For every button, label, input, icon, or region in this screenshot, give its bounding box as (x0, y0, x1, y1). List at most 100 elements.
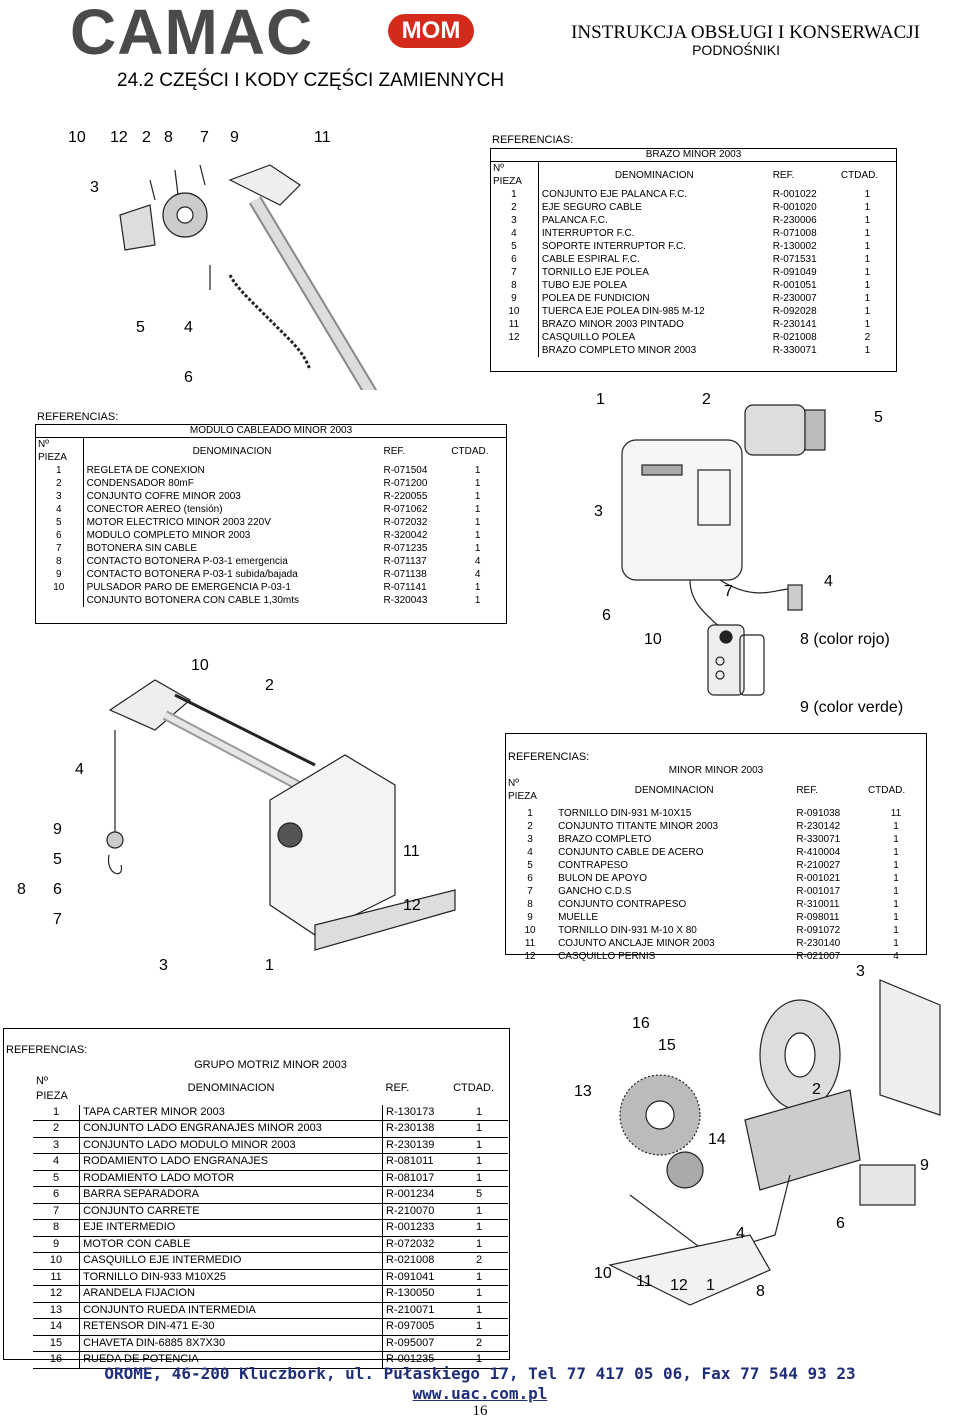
callout: 3 (90, 179, 99, 196)
callout: 6 (184, 369, 193, 386)
cell-n: 7 (490, 266, 539, 279)
cell-n: 8 (35, 555, 84, 568)
cell-denominacion: CASQUILLO PERNIS (558, 951, 656, 962)
footer-address: OROME, 46-200 Kluczbork, ul. Pułaskiego … (104, 1364, 856, 1383)
cell-ref: R-097005 (382, 1318, 451, 1336)
cell-ctdad: 1 (450, 1137, 508, 1154)
cell-ref: R-210070 (382, 1203, 451, 1220)
callout: 11 (314, 129, 331, 146)
callout: 1 (706, 1277, 715, 1294)
cell-denominacion: MOTOR CON CABLE (79, 1236, 384, 1253)
callout: 7 (200, 129, 209, 146)
document-subtitle: PODNOŚNIKI (692, 42, 780, 58)
grupo-refs-label: REFERENCIAS: (6, 1044, 88, 1056)
callout: 10 (191, 657, 209, 674)
cell-n: 11 (33, 1269, 81, 1286)
grupo-callouts: 3 16 15 13 2 14 9 4 6 10 11 12 1 8 (560, 963, 955, 1310)
col-n: Nº (36, 1074, 48, 1087)
cell-ref: R-091049 (772, 267, 817, 278)
cell-n: 10 (33, 1252, 81, 1270)
cell-n: 8 (527, 899, 533, 910)
cell-ctdad: 1 (450, 1318, 508, 1336)
cell-denominacion: CONJUNTO TITANTE MINOR 2003 (558, 821, 719, 832)
cell-denominacion: TUERCA EJE POLEA DIN-985 M-12 (541, 306, 705, 317)
cell-denominacion: RODAMIENTO LADO MOTOR (79, 1170, 384, 1187)
callout: 3 (159, 957, 168, 974)
cell-denominacion: PULSADOR PARO DE EMERGENCIA P-03-1 (86, 582, 291, 593)
callout: 2 (812, 1081, 821, 1098)
cell-ref: R-092028 (772, 306, 817, 317)
minor-callouts: 10 2 4 9 5 8 6 7 11 12 3 1 (15, 655, 465, 980)
cell-ref: R-071141 (383, 582, 427, 593)
brazo-callouts: 10 12 2 8 7 9 11 3 5 4 6 (60, 125, 380, 390)
cell-denominacion: BRAZO COMPLETO MINOR 2003 (541, 345, 697, 356)
callout: 3 (856, 963, 865, 980)
cell-n: 8 (33, 1219, 81, 1237)
callout: 9 (920, 1157, 929, 1174)
cell-ref: R-230140 (796, 938, 841, 949)
cell-ref: R-081011 (382, 1153, 451, 1171)
cell-ctdad: 1 (450, 1302, 508, 1319)
cell-n: 9 (35, 568, 84, 581)
callout: 4 (184, 319, 193, 336)
cell-n: 4 (490, 227, 539, 240)
col-ctdad: CTDAD. (867, 784, 906, 796)
grupo-motriz-diagram (608, 979, 941, 1306)
cell-n: 3 (35, 490, 84, 503)
callout: 10 (594, 1265, 612, 1282)
cell-denominacion: CASQUILLO EJE INTERMEDIO (79, 1252, 384, 1270)
cell-denominacion: CONTACTO BOTONERA P-03-1 subida/bajada (86, 569, 298, 580)
cell-denominacion: CONJUNTO BOTONERA CON CABLE 1,30mts (86, 595, 300, 606)
cell-denominacion: MUELLE (558, 912, 599, 923)
cell-ref: R-001234 (382, 1186, 451, 1204)
cell-n: 5 (527, 860, 533, 871)
cell-n (490, 344, 539, 357)
cell-n: 1 (35, 464, 84, 477)
cell-ctdad: 4 (893, 951, 899, 962)
cell-denominacion: EJE SEGURO CABLE (541, 202, 642, 213)
cell-ref: R-072032 (383, 517, 428, 528)
cell-ctdad: 1 (864, 319, 871, 330)
cell-ctdad: 1 (893, 912, 899, 923)
cell-denominacion: REGLETA DE CONEXION (86, 465, 205, 476)
cell-ctdad: 1 (893, 873, 899, 884)
footer-website-link[interactable]: www.uac.com.pl (412, 1384, 548, 1403)
cell-ctdad: 1 (474, 465, 481, 476)
callout: 16 (632, 1015, 650, 1032)
callout: 7 (53, 911, 62, 928)
cell-n: 1 (490, 188, 539, 201)
cell-ref: R-410004 (796, 847, 841, 858)
callout: 5 (53, 851, 62, 868)
cell-ctdad: 1 (864, 345, 871, 356)
cell-ctdad: 4 (474, 569, 481, 580)
table-title: MINOR MINOR 2003 (668, 765, 764, 776)
cell-ctdad: 1 (450, 1236, 508, 1253)
cell-denominacion: CONJUNTO COFRE MINOR 2003 (86, 491, 241, 502)
cell-ref: R-091072 (796, 925, 841, 936)
cell-denominacion: CONJUNTO CARRETE (79, 1203, 384, 1220)
cell-denominacion: BOTONERA SIN CABLE (86, 543, 197, 554)
cell-n: 4 (527, 847, 533, 858)
cell-denominacion: ARANDELA FIJACION (79, 1285, 384, 1303)
col-denominacion: DENOMINACION (634, 784, 714, 796)
cell-n: 6 (527, 873, 533, 884)
